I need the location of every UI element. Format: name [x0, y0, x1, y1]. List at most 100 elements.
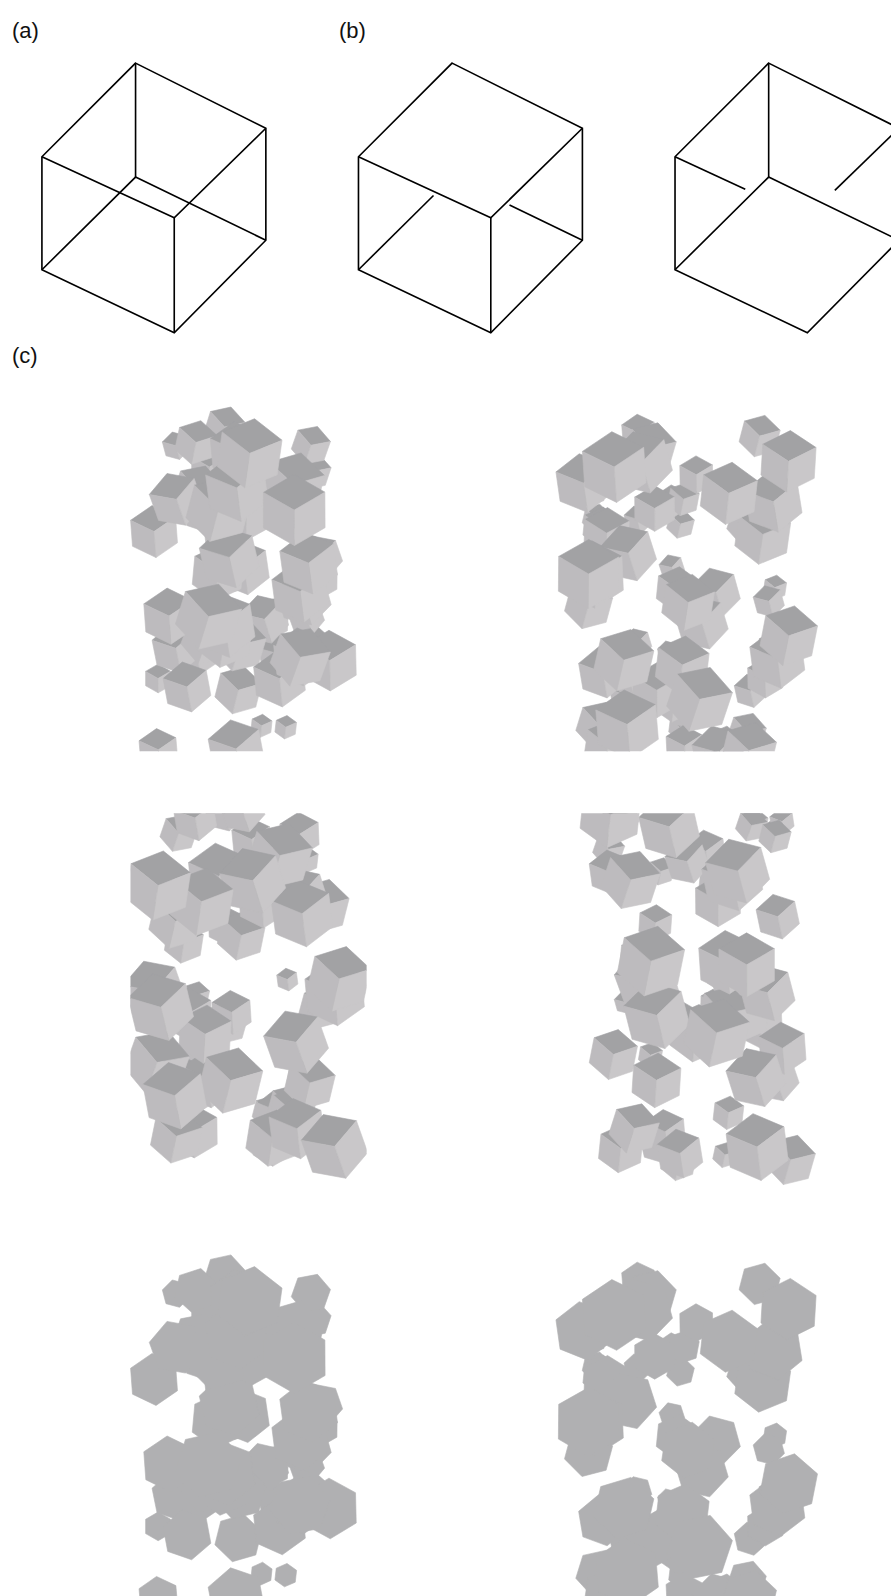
cube-face: [787, 448, 816, 492]
cube-face: [783, 1034, 807, 1075]
cube-face: [667, 674, 700, 731]
cube-face: [753, 597, 773, 617]
cube-face: [307, 956, 339, 1011]
cube-face: [330, 645, 357, 691]
cube-face: [143, 1084, 181, 1128]
cube-silhouette: [582, 1280, 646, 1351]
cube-silhouette: [275, 1563, 297, 1586]
cube-face: [719, 949, 747, 997]
cube-face: [617, 651, 654, 691]
cube-face: [596, 710, 630, 751]
cube-from-above: [358, 63, 582, 333]
cube-face: [556, 472, 588, 512]
cube-face: [783, 626, 818, 666]
cube-face: [713, 1103, 728, 1130]
cube-face: [627, 705, 658, 751]
cube-silhouette: [760, 1454, 818, 1514]
cube-face: [662, 585, 688, 631]
cube-face: [146, 671, 159, 692]
cube-face: [580, 813, 610, 847]
cube-face: [713, 1146, 725, 1167]
cube-face: [260, 721, 272, 737]
panel-label: (a): [12, 20, 39, 42]
cube-face: [582, 451, 616, 502]
cube-face: [280, 551, 313, 594]
cube-face: [208, 739, 242, 751]
cube-silhouette: [596, 1538, 659, 1596]
cube-face: [303, 1075, 335, 1108]
cube-silhouette: [558, 1387, 618, 1456]
cube-silhouette: [139, 1576, 178, 1596]
cube-face: [130, 998, 168, 1041]
cube-silhouette: [217, 1267, 282, 1336]
cube-face: [739, 421, 760, 457]
cube-face: [665, 857, 694, 883]
cube-face: [609, 1109, 634, 1153]
cube-face: [700, 475, 729, 524]
cube-silhouette: [662, 1422, 715, 1478]
cube-face: [639, 817, 676, 857]
cube-face: [725, 481, 757, 525]
cube-face: [601, 858, 631, 909]
cube-silhouettes: [131, 1255, 357, 1596]
cube-face: [269, 1117, 301, 1159]
cube-from-below: [675, 63, 891, 333]
cube-face: [771, 832, 791, 853]
cube-face: [219, 813, 249, 832]
panel-label: (c): [12, 345, 38, 367]
cube-face: [617, 938, 651, 996]
cube-face: [756, 910, 782, 939]
cube-face: [589, 1038, 613, 1080]
cube-face: [217, 432, 249, 488]
cube-face: [558, 556, 588, 608]
cube-face: [302, 893, 333, 946]
cube-face: [130, 864, 158, 920]
cube-face: [264, 1036, 307, 1073]
cube-face: [199, 548, 236, 587]
cube-silhouette: [635, 1333, 675, 1379]
cube-face: [270, 634, 300, 686]
cube-face: [657, 1145, 684, 1178]
cube-face: [174, 813, 199, 840]
cube-silhouette: [721, 1570, 776, 1596]
cube-silhouette: [163, 1510, 211, 1560]
cube-face: [275, 720, 286, 739]
panel-label: (b): [339, 20, 366, 42]
cube-silhouette: [270, 1477, 330, 1535]
cube-face: [206, 475, 242, 522]
shaded-cubes: [130, 813, 366, 1178]
cube-face: [757, 1127, 788, 1181]
cube-face: [614, 447, 646, 502]
cube-face: [632, 1065, 656, 1107]
cube-face: [588, 557, 618, 609]
cube-face: [171, 1128, 202, 1163]
cube-face: [607, 813, 641, 847]
shaded-cubes: [580, 813, 815, 1184]
cube-face: [761, 444, 789, 492]
cube-face: [144, 604, 171, 644]
cube-face: [223, 1071, 263, 1113]
cube-face: [149, 494, 185, 525]
cube-silhouette: [263, 1322, 325, 1393]
shaded-cubes: [131, 407, 357, 751]
cube-face: [263, 492, 294, 545]
necker-cube: [42, 63, 266, 333]
cube-face: [683, 1010, 716, 1067]
cube-face: [721, 731, 749, 751]
cube-face: [294, 492, 325, 545]
cube-face: [680, 466, 697, 494]
cube-silhouette: [761, 1278, 816, 1339]
cube-silhouette: [700, 1310, 757, 1372]
cube-face: [196, 890, 233, 936]
cube-face: [666, 737, 685, 752]
cube-face: [139, 741, 160, 751]
cube-face: [236, 729, 264, 751]
cube-silhouettes: [556, 1262, 818, 1596]
cube-face: [706, 863, 747, 903]
cube-face: [153, 873, 191, 920]
cube-face: [245, 440, 282, 488]
cube-face: [215, 673, 238, 714]
cube-face: [680, 494, 699, 516]
cube-face: [284, 722, 296, 738]
